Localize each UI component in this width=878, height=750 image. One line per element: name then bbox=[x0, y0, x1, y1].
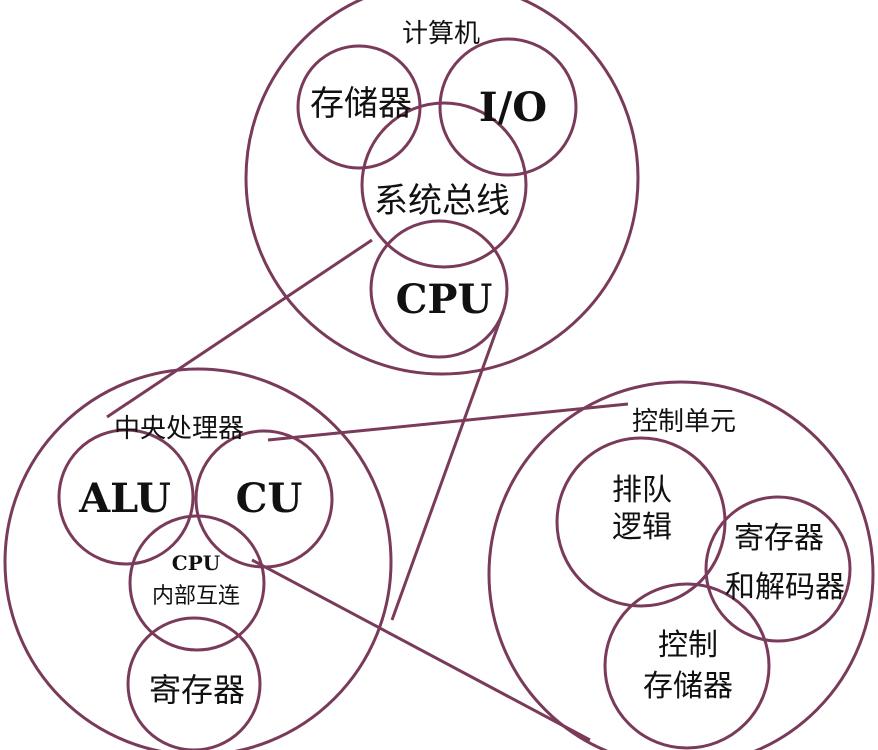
cu-zoom-line-top bbox=[267, 402, 629, 442]
cpu-label: CPU bbox=[396, 276, 493, 323]
sequencing-logic-line1: 排队 bbox=[612, 473, 672, 508]
computer-circle bbox=[244, 0, 640, 376]
interconnect-label-line1: CPU bbox=[172, 551, 220, 575]
cu-zoom-line-bottom bbox=[251, 558, 591, 742]
register-decoder-line1: 寄存器 bbox=[734, 521, 824, 556]
interconnect-label-line2: 内部互连 bbox=[152, 584, 240, 609]
registers-label: 寄存器 bbox=[149, 671, 245, 709]
computer-title: 计算机 bbox=[402, 19, 480, 49]
io-circle bbox=[438, 37, 578, 177]
alu-label: ALU bbox=[78, 475, 171, 522]
io-label: I/O bbox=[479, 84, 547, 131]
cu-label: CU bbox=[236, 475, 303, 522]
control-memory-circle bbox=[603, 582, 771, 750]
cpu-circle bbox=[369, 219, 509, 359]
cpu-zoom-line-left bbox=[106, 238, 373, 419]
alu-circle bbox=[57, 428, 195, 566]
system-bus-label: 系统总线 bbox=[374, 181, 510, 221]
control-memory-line1: 控制 bbox=[658, 628, 718, 663]
cpu-zoom-line-right bbox=[390, 311, 505, 621]
control-memory-line2: 存储器 bbox=[643, 669, 733, 704]
control-unit-circle bbox=[487, 380, 875, 750]
system-bus-circle bbox=[360, 101, 528, 269]
cpu-detail-circle bbox=[3, 367, 393, 750]
cu-circle bbox=[194, 429, 334, 569]
register-decoder-line2: 和解码器 bbox=[725, 570, 845, 605]
register-decoder-circle bbox=[704, 495, 852, 643]
interconnect-circle bbox=[128, 514, 266, 652]
memory-label: 存储器 bbox=[310, 84, 412, 124]
registers-circle bbox=[126, 616, 262, 750]
cpu-detail-title: 中央处理器 bbox=[114, 414, 244, 444]
sequencing-logic-line2: 逻辑 bbox=[612, 510, 672, 545]
control-unit-title: 控制单元 bbox=[632, 407, 736, 437]
